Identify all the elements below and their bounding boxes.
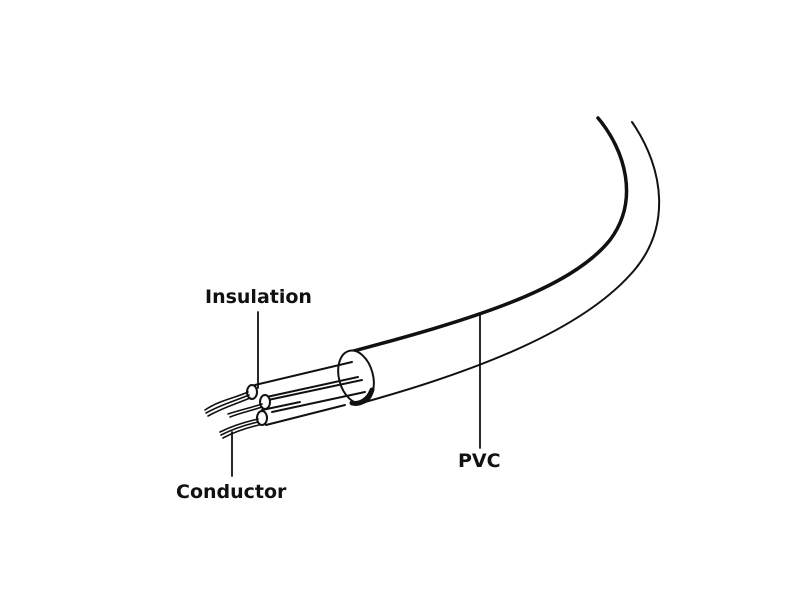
pvc-jacket-upper-edge	[348, 116, 629, 354]
pvc-jacket-lower-edge	[364, 121, 661, 403]
pvc-label: PVC	[458, 450, 501, 472]
conductor-label: Conductor	[176, 481, 287, 503]
conductor-strands	[204, 391, 263, 439]
insulation-label: Insulation	[205, 286, 312, 308]
